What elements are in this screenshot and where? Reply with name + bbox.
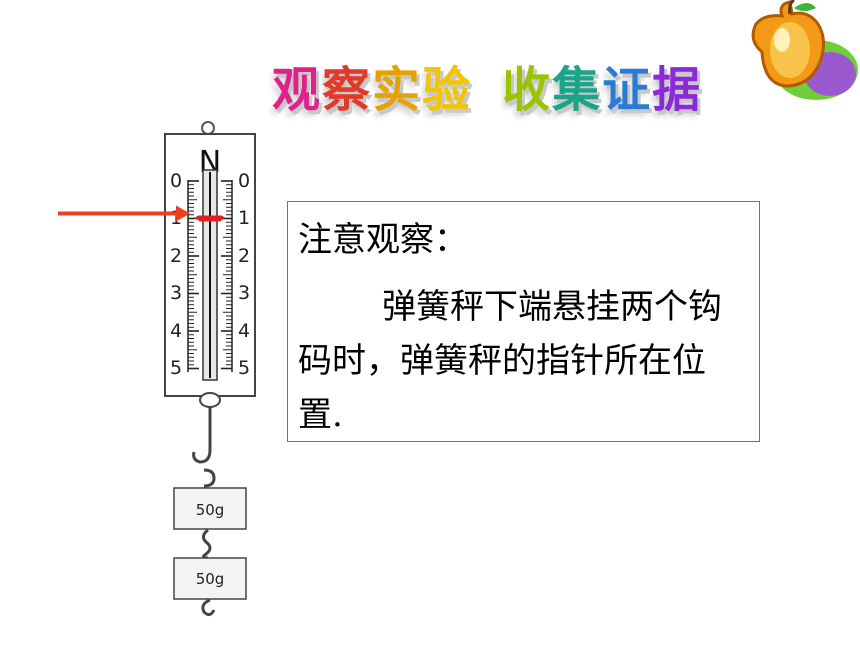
tick-marks [188,180,232,370]
tick-label-right: 3 [238,282,250,304]
arrow-right-icon [58,205,190,222]
orange-fruit-icon [751,0,858,100]
weight-block [173,487,247,530]
tick-label-left: 2 [170,245,182,267]
title-char: 察 [322,62,373,118]
weight-link [201,528,212,560]
weight-top-hook [203,468,216,488]
scale-hook [192,407,212,464]
title-char: 实 [372,62,423,118]
tick-label-right: 4 [238,320,250,342]
title-char: 据 [652,62,703,118]
weight-block [173,557,247,600]
tick-label-right: 5 [238,357,250,379]
page-title: 观察实验收集证据 [272,50,702,120]
bottom-knob [199,392,221,408]
title-char: 收 [502,62,553,118]
note-body: 弹簧秤下端悬挂两个钩码时，弹簧秤的指针所在位置. [298,287,722,435]
tick-label-right: 0 [238,170,250,192]
title-char: 证 [602,62,653,118]
tick-label-right: 2 [238,245,250,267]
title-char: 观 [272,62,323,118]
weight-bottom-hook [201,598,216,617]
scale-pointer [194,215,226,222]
note-heading: 注意观察： [298,220,468,260]
top-ring [201,121,215,135]
weight-label: 50g [196,501,225,519]
tick-label-left: 0 [170,170,182,192]
tick-label-left: 3 [170,282,182,304]
weight-label: 50g [196,570,225,588]
title-char: 验 [422,62,473,118]
title-char: 集 [552,62,603,118]
tick-label-right: 1 [238,207,250,229]
observation-note-box: 注意观察： 弹簧秤下端悬挂两个钩码时，弹簧秤的指针所在位置. [287,201,760,442]
tick-label-left: 4 [170,320,182,342]
tick-label-left: 5 [170,357,182,379]
